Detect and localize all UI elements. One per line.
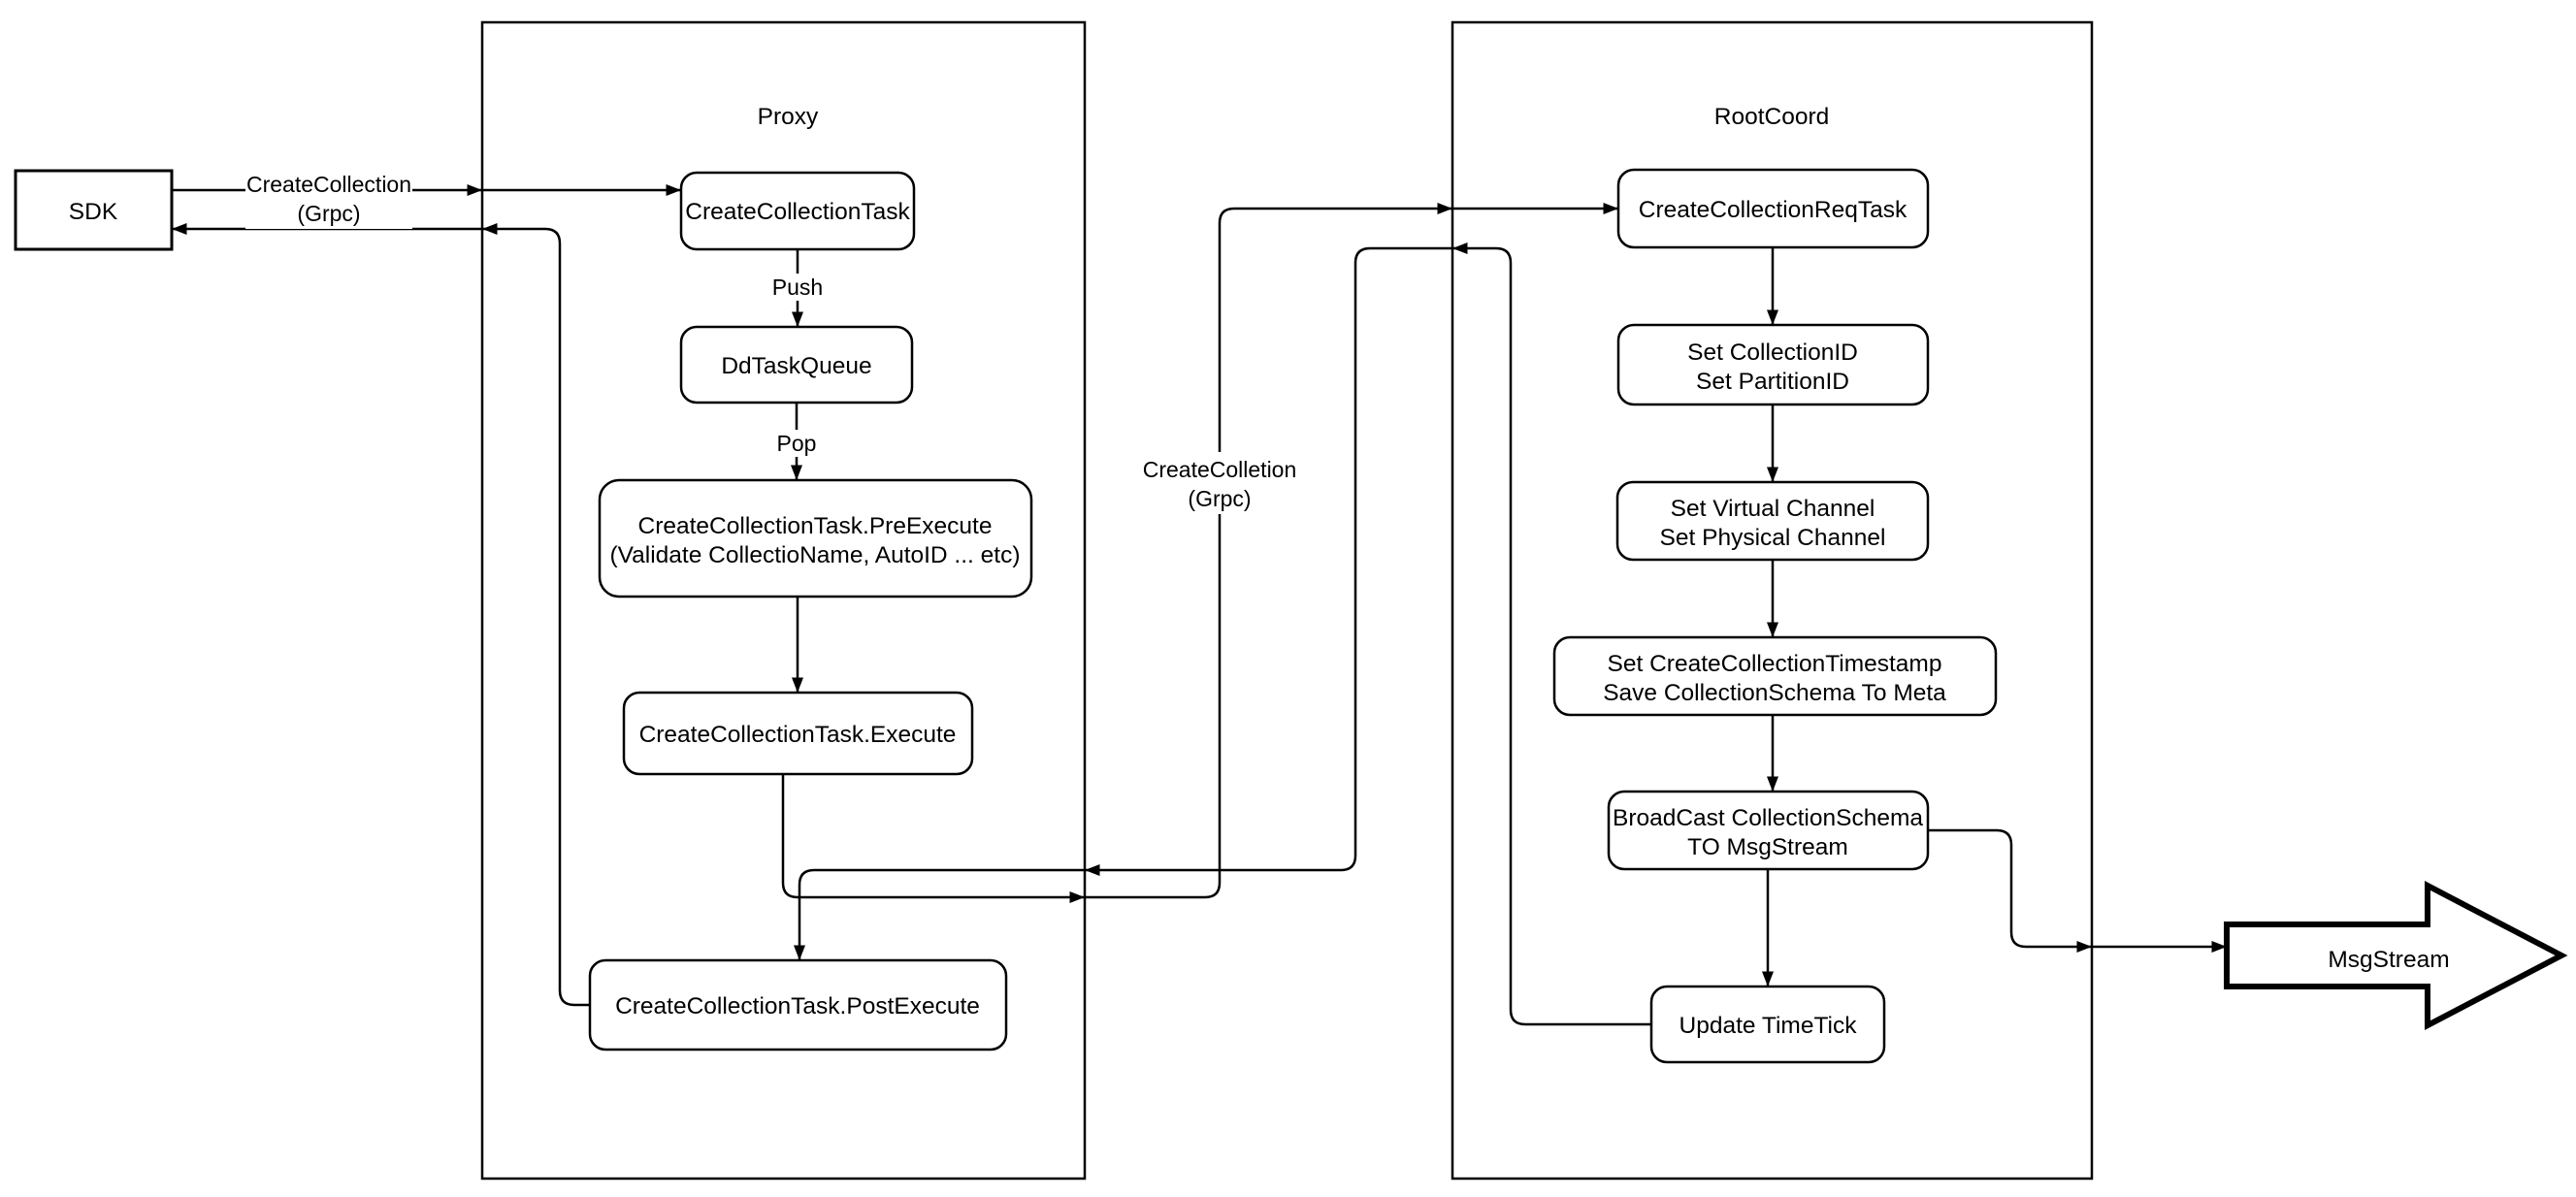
set-channels-node [1615,480,1930,562]
edge-proxy-to-rootcoord-boundary [1085,203,1452,899]
edge-broadcast-to-rootcoord-boundary [1928,828,2092,953]
createcollectionreqtask-node [1616,168,1930,249]
preexecute-node-line1: CreateCollectionTask.PreExecute [638,513,993,539]
pop-label: Pop [777,431,817,456]
msgstream-arrow-shape [2224,881,2568,1030]
set-timestamp-node-line1: Set CreateCollectionTimestamp [1608,651,1942,677]
createcollectiontask-node-label: CreateCollectionTask [685,199,910,225]
postexecute-node [588,958,1008,1051]
proxy-request-label-bg [1144,452,1297,514]
edge-rootcoord-to-proxy-boundary-response [1085,246,1452,876]
preexecute-node [598,478,1033,598]
proxy-request-label-line2: (Grpc) [1188,486,1251,511]
sdk-request-label-line2: (Grpc) [297,201,360,226]
broadcast-node-line2: TO MsgStream [1687,834,1848,860]
broadcast-node-line1: BroadCast CollectionSchema [1613,805,1923,831]
ddtaskqueue-node [679,325,914,404]
set-collectionid-node-line2: Set PartitionID [1696,369,1849,395]
update-timetick-node-label: Update TimeTick [1679,1013,1858,1039]
execute-node [622,691,974,776]
msgstream-label: MsgStream [2328,947,2449,973]
proxy-request-label-line1: CreateColletion [1143,457,1297,482]
edge-updatetimetick-to-rootcoord-boundary [1452,243,1651,1026]
sdk-node-label: SDK [69,199,118,225]
proxy-container [480,20,1087,1181]
createcollectionreqtask-node-label: CreateCollectionReqTask [1639,197,1908,223]
createcollectiontask-node [679,171,916,251]
set-timestamp-node [1552,635,1998,717]
rootcoord-container-title: RootCoord [1714,104,1829,130]
edge-proxy-boundary-to-postexecute [794,868,1085,960]
set-timestamp-node-line2: Save CollectionSchema To Meta [1603,680,1946,706]
set-collectionid-node [1616,323,1930,406]
broadcast-node [1607,790,1930,871]
execute-node-label: CreateCollectionTask.Execute [639,722,957,748]
edge-postexecute-to-proxy-boundary [482,223,590,1007]
update-timetick-node [1649,985,1886,1064]
edge-execute-to-proxy-boundary [781,774,1085,903]
rootcoord-container [1451,20,2094,1181]
ddtaskqueue-node-label: DdTaskQueue [721,353,871,379]
sdk-node [14,169,174,251]
set-collectionid-node-line1: Set CollectionID [1687,340,1858,366]
push-label-bg [768,274,827,301]
proxy-container-title: Proxy [758,104,819,130]
preexecute-node-line2: (Validate CollectioName, AutoID ... etc) [609,542,1020,568]
set-channels-node-line1: Set Virtual Channel [1671,496,1875,522]
push-label: Push [772,275,823,300]
sdk-request-label-line1: CreateCollection [246,172,411,197]
set-channels-node-line2: Set Physical Channel [1660,525,1886,551]
pop-label-bg [771,430,822,457]
sdk-request-label-bg [245,169,412,229]
postexecute-node-label: CreateCollectionTask.PostExecute [615,993,980,1019]
